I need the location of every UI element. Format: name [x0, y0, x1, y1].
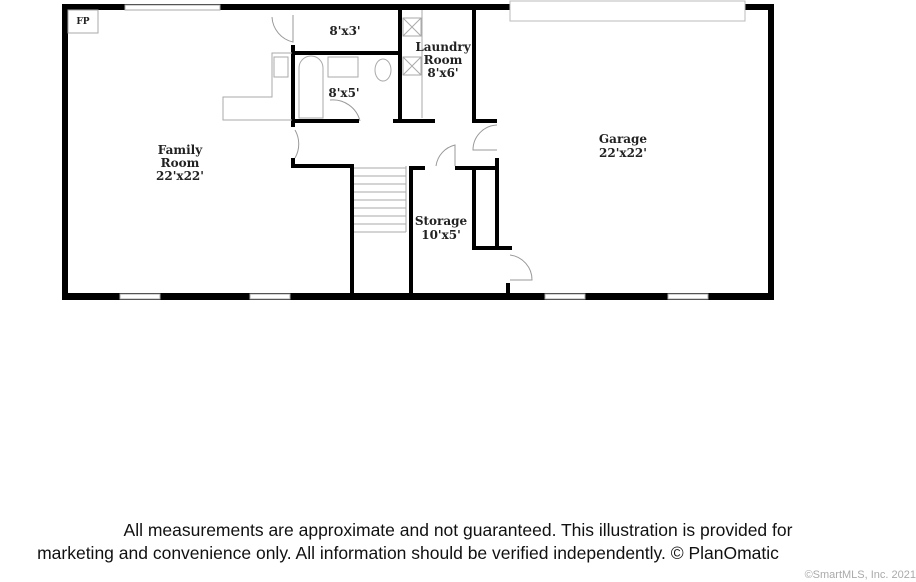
garage-door — [509, 0, 746, 22]
fireplace-label: FP — [76, 17, 89, 27]
family-room-size: 22'x22' — [156, 169, 204, 183]
laundry-name2: Room — [424, 53, 463, 67]
disclaimer-line2: marketing and convenience only. All info… — [37, 543, 779, 563]
walls — [62, 4, 774, 300]
family-room-name: Family — [158, 143, 203, 157]
sink-icon — [273, 56, 289, 78]
fixtures — [67, 9, 423, 121]
disclaimer-line1: All measurements are approximate and not… — [123, 520, 793, 540]
dryer-icon — [402, 56, 422, 76]
garage-size: 22'x22' — [599, 146, 647, 160]
storage-size: 10'x5' — [421, 228, 461, 242]
toilet-icon — [374, 58, 392, 82]
storage-name: Storage — [415, 214, 468, 228]
bath-sink-icon — [327, 56, 359, 78]
washer-icon — [402, 17, 422, 37]
bathtub-icon — [298, 55, 324, 119]
stairs — [354, 166, 407, 233]
windows — [119, 4, 709, 300]
fireplace — [67, 9, 99, 34]
laundry-name: Laundry — [415, 40, 471, 54]
copyright: ©SmartMLS, Inc. 2021 — [804, 569, 916, 581]
family-room-name2: Room — [161, 156, 200, 170]
closet-size: 8'x3' — [329, 24, 360, 38]
bath-size: 8'x5' — [328, 86, 359, 100]
laundry-size: 8'x6' — [427, 66, 458, 80]
garage-name: Garage — [599, 132, 648, 146]
doors — [271, 15, 533, 281]
